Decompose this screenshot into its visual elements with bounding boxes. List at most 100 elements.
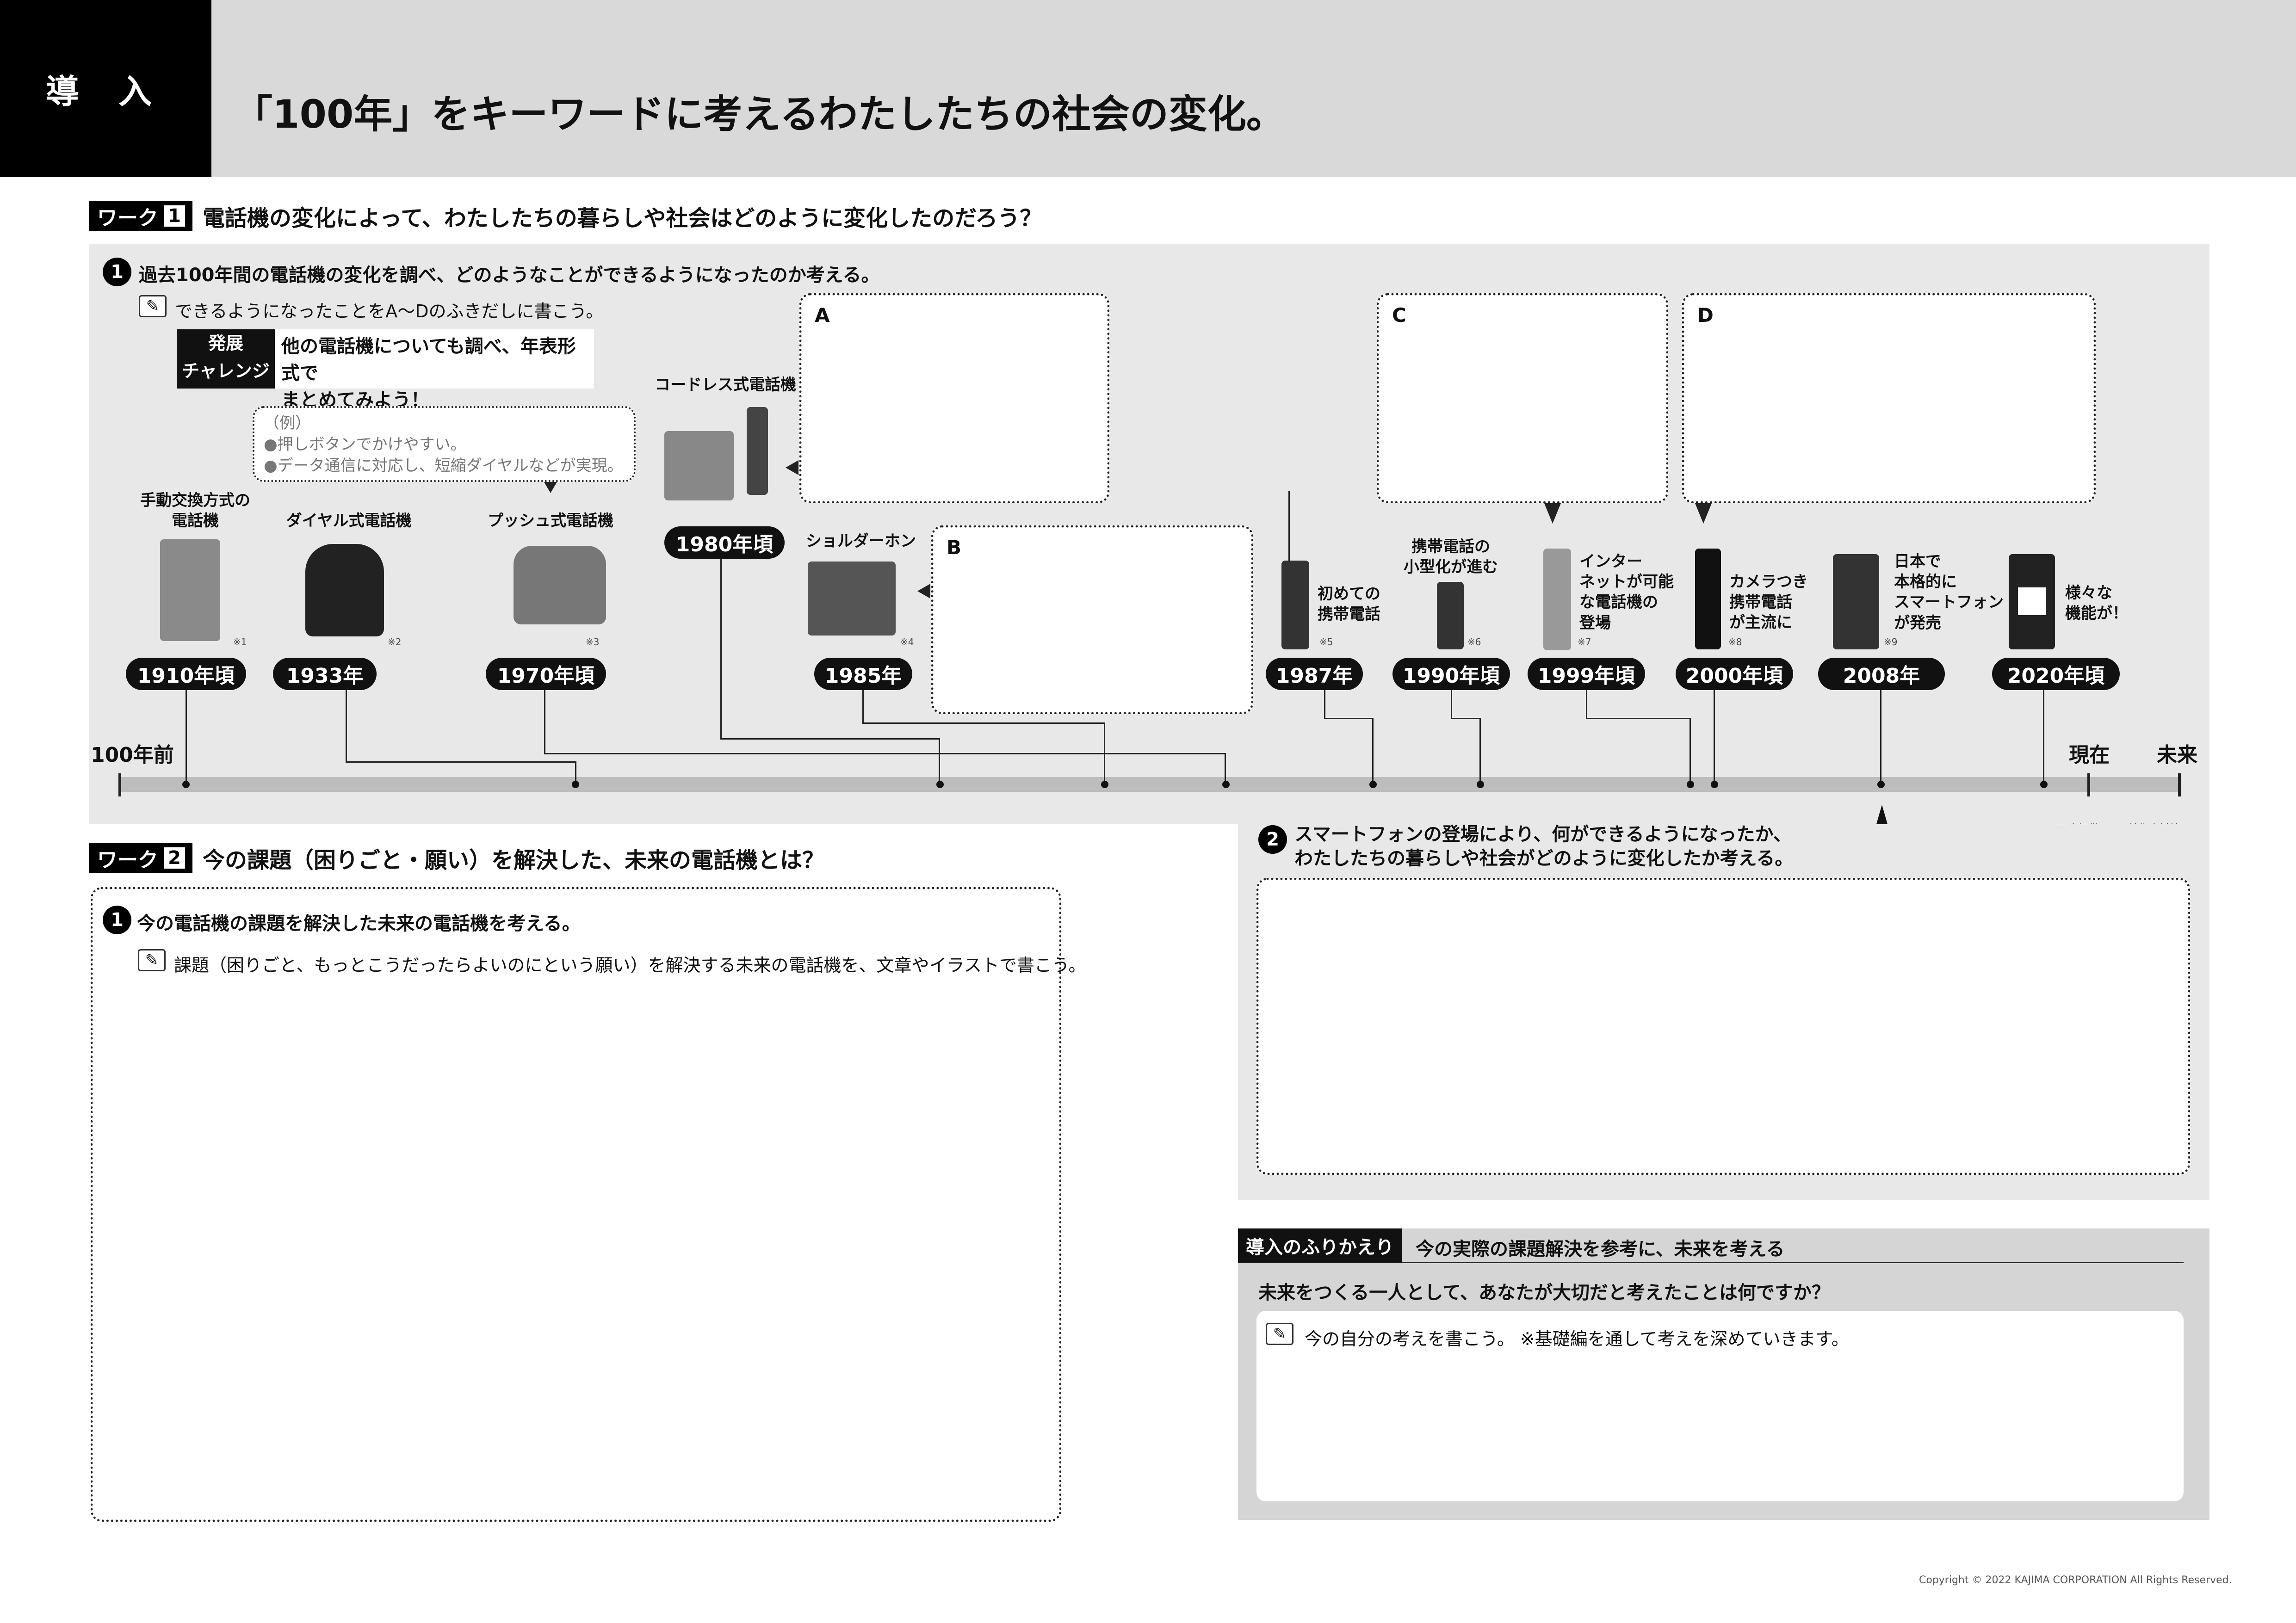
pencil-icon: ✎ [138,949,166,971]
year-pill-2020: 2020年頃 [1992,658,2120,690]
year-pill-1985: 1985年 [814,658,912,690]
work2-step1-text: 今の電話機の課題を解決した未来の電話機を考える。 [137,913,581,934]
header-bar [0,0,2296,177]
connector-2000 [1714,690,1715,781]
manual-phone-icon [160,539,220,641]
connector-1980 [720,559,722,739]
note-2: ※2 [388,636,402,648]
connector-1987 [1324,690,1325,719]
connector-1985-h [862,722,1105,724]
reflection-underline [1402,1262,2184,1263]
connector-1987-v [1372,718,1374,781]
cordless-phone-icon [664,431,734,500]
note-7: ※7 [1578,636,1591,648]
label-1985: ショルダーホン [806,532,916,550]
work2-answer-box[interactable] [91,887,1061,1522]
timeline-start-tick [118,773,121,796]
connector-1970-v [1225,753,1226,781]
connector-1970-h [544,753,1226,754]
label-2008: 日本で本格的に スマートフォンが発売 [1894,552,2004,632]
page-title: 「100年」をキーワードに考えるわたしたちの社会の変化。 [234,92,1285,137]
timeline-start-label: 100年前 [91,743,174,767]
reflection-question: 未来をつくる一人として、あなたが大切だと考えたことは何ですか？ [1258,1282,1830,1303]
connector-1990 [1451,690,1452,719]
example-pointer [544,482,557,493]
note-9: ※9 [1884,636,1898,648]
example-bubble: （例） ●押しボタンでかけやすい。 ●データ通信に対応し、短縮ダイヤルなどが実現… [253,406,636,482]
note-8: ※8 [1728,636,1742,648]
box-c-pointer [1544,503,1561,524]
answer-box-b[interactable]: B [931,525,1253,714]
label-1910: 手動交換方式の電話機 [140,491,250,531]
note-3: ※3 [586,636,600,648]
section-tag: 導 入 [0,0,211,177]
cordless-handset-icon [747,407,768,495]
connector-1933 [346,690,347,762]
small-mobile-icon [1437,582,1464,649]
year-pill-2008: 2008年 [1818,658,1945,690]
timeline-dot [2040,781,2048,788]
label-1933: ダイヤル式電話機 [286,512,412,530]
step2-answer-box[interactable] [1256,878,2190,1175]
work1-title: 電話機の変化によって、わたしたちの暮らしや社会はどのように変化したのだろう？ [203,205,1042,231]
box-a-pointer [786,460,798,475]
timeline-dot [1877,781,1885,788]
label-1987: 初めての携帯電話 [1318,585,1380,624]
timeline-dot [572,781,579,788]
answer-box-c[interactable]: C [1377,293,1668,503]
timeline-dot [1101,781,1108,788]
reflection-answer-box[interactable] [1256,1311,2184,1501]
connector-1970 [544,690,545,754]
connector-2020 [2043,690,2044,781]
note-1: ※1 [233,636,247,648]
connector-2008 [1880,690,1881,781]
work2-step1-number: 1 [103,906,131,934]
answer-box-d[interactable]: D [1682,293,2096,503]
timeline-dot [1222,781,1230,788]
timeline-dot [1369,781,1377,788]
dial-phone-icon [305,544,384,636]
label-1970: プッシュ式電話機 [488,512,613,530]
step2-number: 2 [1258,825,1287,854]
connector-1990-h [1451,718,1480,719]
step1-text: 過去100年間の電話機の変化を調べ、どのようなことができるようになったのか考える… [139,265,880,286]
year-pill-1910: 1910年頃 [126,658,246,690]
timeline-now-label: 現在 [2069,743,2110,767]
camera-phone-icon [1695,549,1721,649]
challenge-text: 他の電話機についても調べ、年表形式でまとめてみよう！ [275,329,594,411]
answer-box-a[interactable]: A [799,293,1109,503]
note-6: ※6 [1467,636,1481,648]
connector-1980-h [720,738,940,740]
timeline-dot [1711,781,1718,788]
reflection-tag: 導入のふりかえり [1238,1228,1402,1263]
timeline-dot [1687,781,1694,788]
first-mobile-icon [1281,561,1309,649]
label-2020: 様々な機能が！ [2065,584,2128,623]
copyright: Copyright © 2022 KAJIMA CORPORATION All … [1919,1574,2232,1586]
box-b-pointer [917,584,930,599]
work2-instruction: 課題（困りごと、もっとこうだったらよいのにという願い）を解決する未来の電話機を、… [174,955,1086,975]
year-pill-1990: 1990年頃 [1392,658,1510,690]
internet-phone-icon [1543,549,1571,650]
label-1990: 携帯電話の小型化が進む [1404,537,1498,577]
year-pill-1933: 1933年 [273,658,377,690]
reflection-instruction: 今の自分の考えを書こう。 ※基礎編を通して考えを深めていきます。 [1305,1329,1849,1349]
connector-1980-v [939,738,940,781]
qr-code-icon [2018,587,2046,615]
timeline-future-tick [2178,773,2181,796]
antenna [1288,491,1290,562]
connector-1985 [862,690,864,723]
connector-1999-h [1586,718,1690,719]
timeline-dot [936,781,944,788]
pencil-icon: ✎ [139,295,167,317]
timeline-now-tick [2087,773,2090,796]
note-5: ※5 [1319,636,1333,648]
timeline-dot [182,781,190,788]
year-pill-1970: 1970年頃 [486,658,606,690]
shoulder-phone-icon [808,562,896,636]
connector-1933-v [575,761,576,781]
